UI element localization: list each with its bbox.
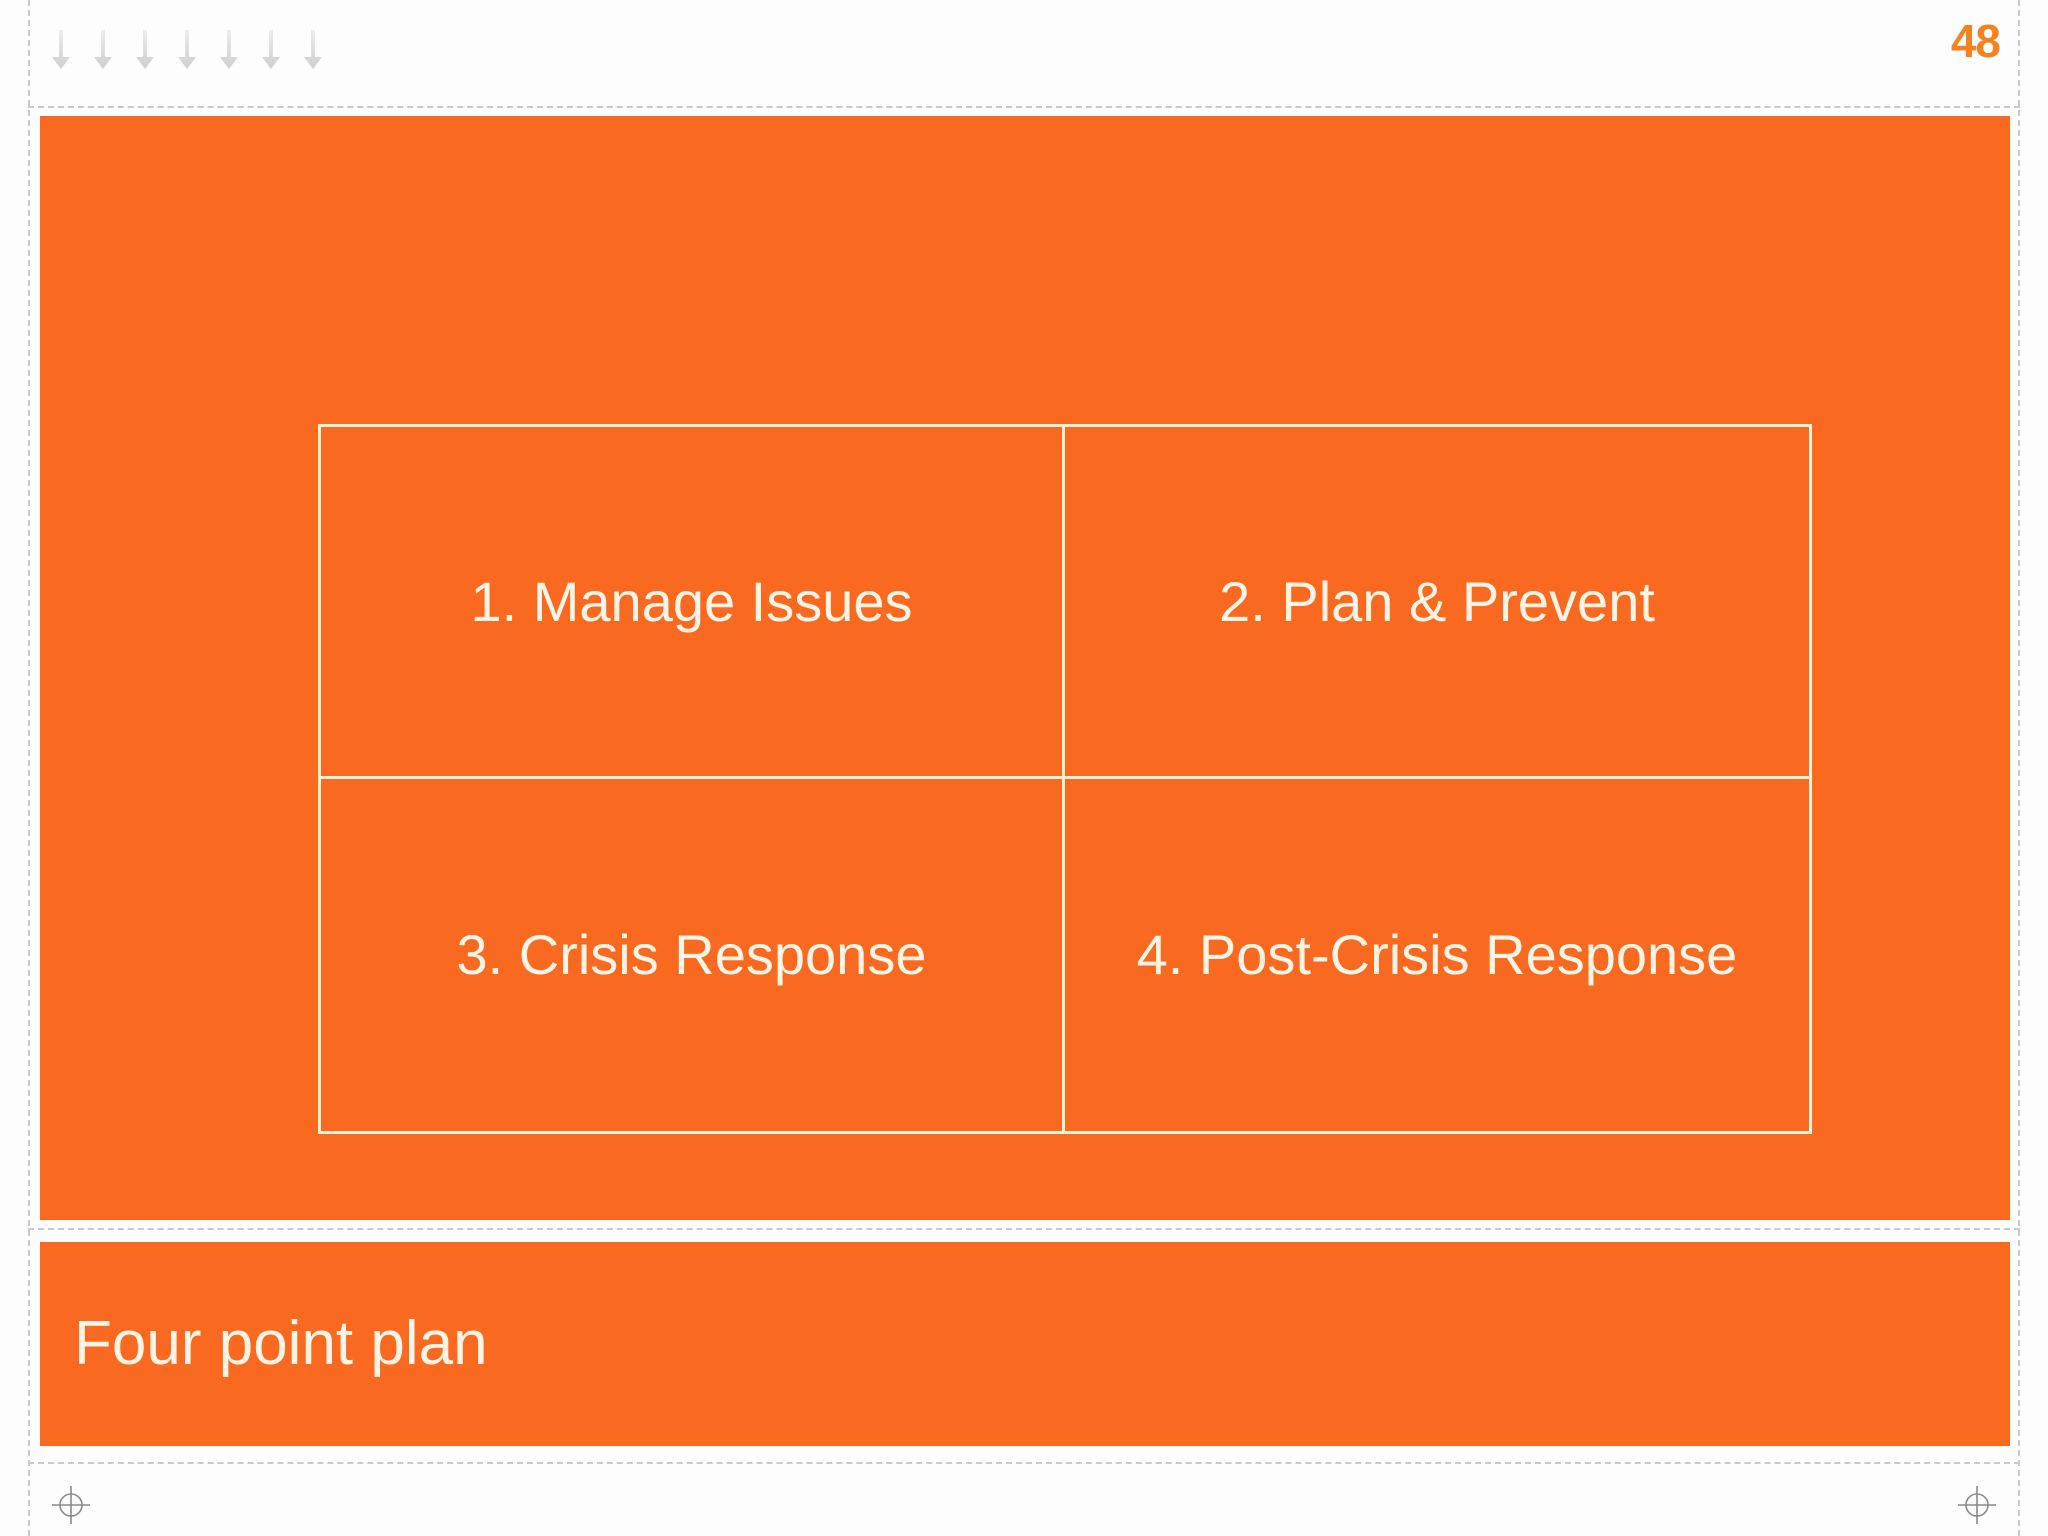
- down-arrow-icon: [90, 28, 116, 72]
- down-arrow-icon: [300, 28, 326, 72]
- slide-title: Four point plan: [74, 1309, 488, 1378]
- down-arrow-icon: [132, 28, 158, 72]
- title-bar: Four point plan: [40, 1242, 2010, 1446]
- guide-line-right: [2018, 0, 2020, 1536]
- quadrant-cell-3[interactable]: 3. Crisis Response: [321, 779, 1065, 1131]
- registration-target-icon: [1954, 1482, 2000, 1528]
- down-arrow-icon: [174, 28, 200, 72]
- down-arrow-icon: [258, 28, 284, 72]
- quadrant-cell-4[interactable]: 4. Post-Crisis Response: [1065, 779, 1809, 1131]
- quadrant-cell-2[interactable]: 2. Plan & Prevent: [1065, 427, 1809, 779]
- quadrant-label: 2. Plan & Prevent: [1219, 569, 1655, 633]
- down-arrow-icon: [48, 28, 74, 72]
- quadrant-label: 4. Post-Crisis Response: [1136, 923, 1738, 987]
- down-arrow-strip: [48, 28, 326, 72]
- registration-target-icon: [48, 1482, 94, 1528]
- quadrant-label: 3. Crisis Response: [456, 923, 927, 987]
- quadrant-cell-1[interactable]: 1. Manage Issues: [321, 427, 1065, 779]
- quadrant-label: 1. Manage Issues: [470, 569, 913, 633]
- quadrant-grid: 1. Manage Issues 2. Plan & Prevent 3. Cr…: [318, 424, 1812, 1134]
- guide-line-top: [28, 106, 2020, 108]
- guide-line-left: [28, 0, 30, 1536]
- guide-line-bottom: [28, 1462, 2020, 1464]
- page-number: 48: [1950, 15, 2001, 67]
- header-bar: 48: [0, 0, 2048, 106]
- content-panel: 1. Manage Issues 2. Plan & Prevent 3. Cr…: [40, 116, 2010, 1220]
- guide-line-middle: [28, 1228, 2020, 1230]
- down-arrow-icon: [216, 28, 242, 72]
